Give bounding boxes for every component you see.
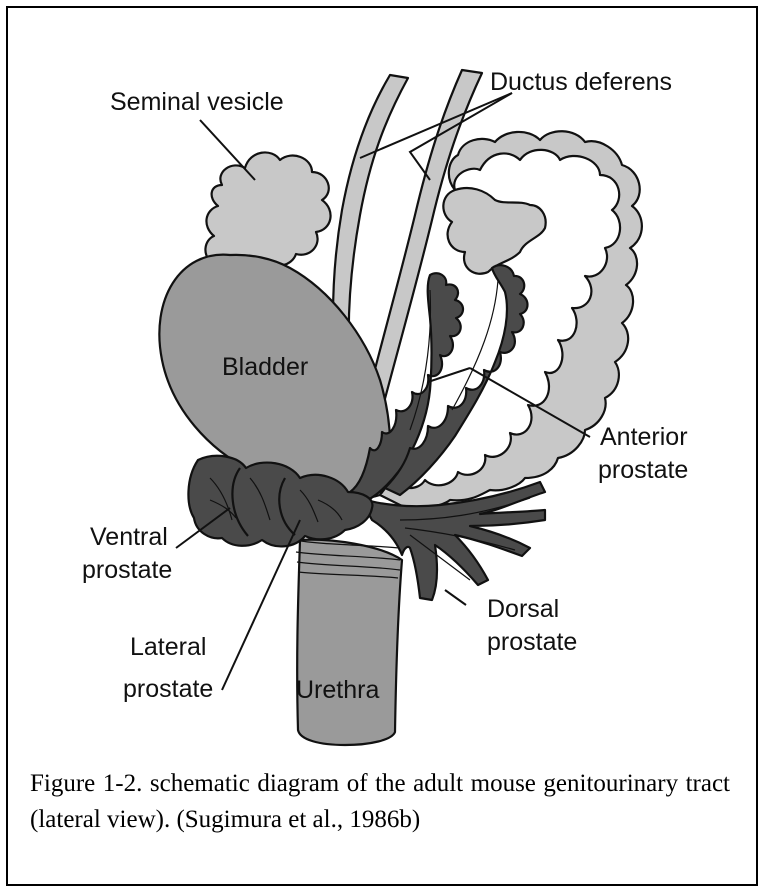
label-anterior-prostate-line1: Anterior bbox=[600, 423, 688, 451]
label-lateral-prostate-line1: Lateral bbox=[130, 633, 206, 661]
label-bladder: Bladder bbox=[222, 353, 308, 381]
urethra bbox=[297, 540, 402, 745]
label-lateral-prostate-line2: prostate bbox=[123, 675, 213, 703]
label-ventral-prostate-line1: Ventral bbox=[90, 523, 168, 551]
label-urethra: Urethra bbox=[296, 676, 379, 704]
label-ductus-deferens: Ductus deferens bbox=[490, 68, 672, 96]
label-ventral-prostate-line2: prostate bbox=[82, 556, 172, 584]
seminal-vesicle-right-inner bbox=[443, 188, 545, 274]
figure-caption: Figure 1-2. schematic diagram of the adu… bbox=[30, 766, 730, 838]
label-dorsal-prostate-line1: Dorsal bbox=[487, 595, 559, 623]
label-anterior-prostate-line2: prostate bbox=[598, 456, 688, 484]
label-seminal-vesicle: Seminal vesicle bbox=[110, 88, 284, 116]
label-dorsal-prostate-line2: prostate bbox=[487, 628, 577, 656]
